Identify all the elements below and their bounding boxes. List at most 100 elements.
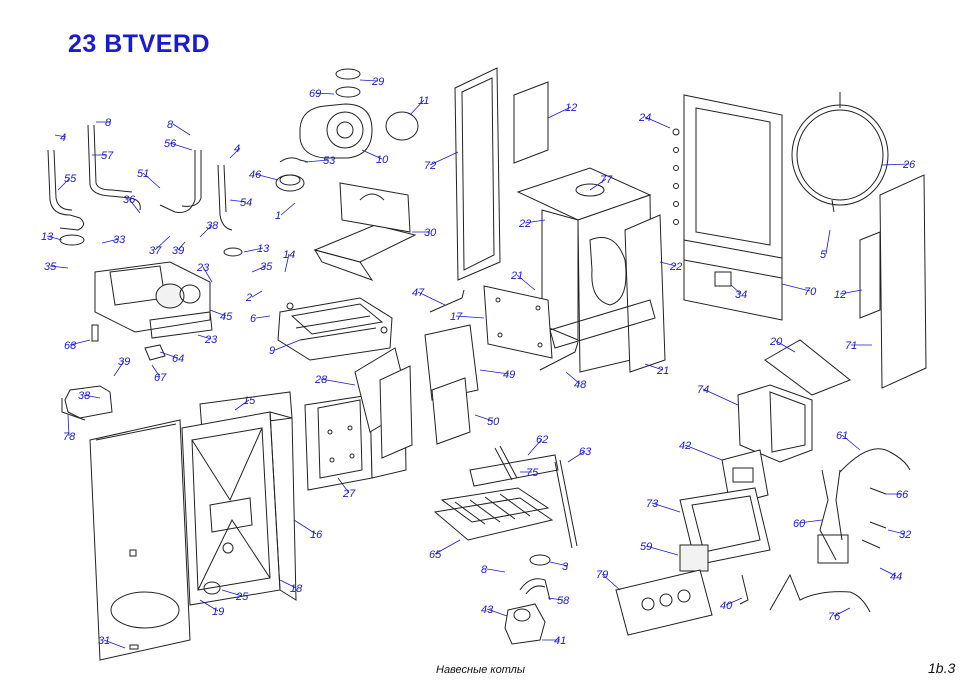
callout-leader (798, 519, 823, 524)
callout-73: 73 (646, 498, 659, 510)
callout-70: 70 (804, 286, 817, 298)
callout-leader (516, 274, 536, 291)
callout-leader (128, 198, 141, 214)
callout-leader (359, 79, 379, 82)
callout-75: 75 (526, 467, 539, 479)
callout-leader (199, 224, 213, 238)
callout-leader (69, 339, 91, 346)
cable-77 (769, 573, 871, 613)
callout-10: 10 (376, 154, 389, 166)
callout-leader (151, 364, 161, 378)
callout-21: 21 (656, 365, 669, 377)
callout-leader (284, 253, 290, 273)
callout-leader (644, 116, 671, 129)
callout-18: 18 (290, 583, 303, 595)
callout-leader (361, 149, 383, 160)
callout-leader (255, 315, 271, 319)
callout-leader (486, 608, 508, 617)
screws-24 (672, 128, 680, 225)
gas-valve-assembly-45 (94, 261, 213, 339)
callout-leader (172, 123, 191, 136)
callout-63: 63 (579, 446, 592, 458)
callout-23: 23 (204, 334, 218, 346)
callout-leader (725, 597, 743, 606)
callout-20: 20 (769, 336, 783, 348)
callout-leader (274, 339, 301, 351)
callout-38: 38 (78, 390, 91, 402)
callout-14: 14 (283, 249, 295, 261)
page-number: 1b.3 (928, 660, 956, 676)
callout-51: 51 (137, 168, 149, 180)
callout-leader (280, 202, 296, 216)
callout-66: 66 (896, 489, 909, 501)
callout-12: 12 (565, 102, 577, 114)
callout-leader (879, 567, 897, 577)
callout-leader (101, 238, 120, 244)
callout-54: 54 (240, 197, 252, 209)
front-control-80 (615, 569, 713, 636)
pipe-55 (217, 164, 233, 231)
callout-leader (103, 639, 126, 649)
insulation-51 (431, 377, 471, 445)
side-panel-72 (859, 174, 927, 389)
callout-34: 34 (735, 289, 747, 301)
callout-19: 19 (212, 606, 224, 618)
callout-44: 44 (890, 571, 902, 583)
callout-leader (417, 291, 446, 306)
label-60 (679, 544, 709, 572)
callout-36: 36 (123, 194, 136, 206)
callout-leader (57, 177, 71, 191)
callout-31: 31 (98, 635, 110, 647)
callout-leader (839, 289, 863, 295)
callout-5: 5 (820, 249, 827, 261)
callout-leader (702, 388, 739, 406)
pipe-57 (159, 150, 202, 213)
callout-21: 21 (510, 270, 523, 282)
callout-42: 42 (679, 440, 691, 452)
callout-28: 28 (314, 374, 328, 386)
callout-leader (154, 235, 171, 251)
control-box-75 (737, 384, 813, 463)
callout-leader (730, 284, 742, 295)
callout-leader (881, 163, 910, 166)
callout-leader (601, 573, 621, 591)
callout-39: 39 (172, 245, 184, 257)
callout-50: 50 (487, 416, 500, 428)
callout-leader (524, 219, 546, 224)
callout-leader (209, 309, 227, 317)
callout-leader (833, 607, 851, 617)
callout-22: 22 (669, 261, 682, 273)
callout-6: 6 (250, 313, 257, 325)
gasket-3 (529, 554, 551, 566)
callout-leader (567, 450, 586, 463)
electrode-63 (494, 445, 518, 481)
gas-valve-43 (504, 603, 546, 645)
callout-40: 40 (720, 600, 733, 612)
heat-exchanger-9 (277, 297, 393, 361)
callout-78: 78 (63, 431, 76, 443)
callout-15: 15 (243, 395, 256, 407)
bypass-79 (61, 385, 113, 421)
callout-11: 11 (418, 95, 429, 107)
smoke-hood-30 (313, 182, 417, 281)
combustion-chamber-frame (516, 167, 666, 373)
callout-leader (455, 315, 485, 319)
callout-leader (197, 334, 212, 340)
callout-72: 72 (424, 160, 436, 172)
callout-26: 26 (902, 159, 916, 171)
callout-13: 13 (257, 243, 270, 255)
callout-60: 60 (793, 518, 806, 530)
ring-11 (385, 111, 419, 141)
callout-59: 59 (640, 541, 652, 553)
main-frame-71 (683, 94, 783, 321)
callout-24: 24 (638, 112, 651, 124)
callout-22: 22 (518, 218, 531, 230)
callout-leader (474, 414, 494, 422)
callout-leader (254, 173, 279, 181)
callout-69: 69 (309, 88, 321, 100)
front-panel-19 (89, 419, 191, 661)
callout-leader (320, 378, 356, 386)
callout-leader (645, 545, 679, 556)
callout-leader (527, 438, 543, 456)
callout-leader (113, 360, 125, 377)
